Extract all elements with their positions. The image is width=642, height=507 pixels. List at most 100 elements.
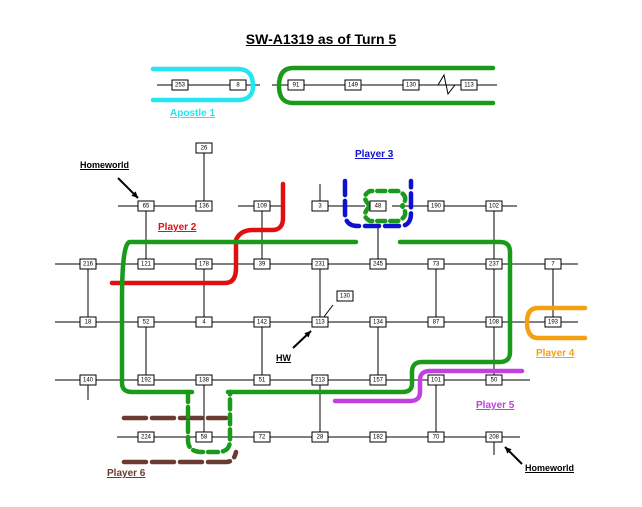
territory-player-2 [109, 181, 286, 286]
system-node: 18 [79, 316, 97, 328]
system-node-label: 26 [201, 146, 208, 152]
system-node: 140 [79, 374, 97, 386]
system-node-label: 87 [433, 320, 440, 326]
system-node: 58 [195, 431, 213, 443]
system-node-label: 178 [199, 262, 210, 268]
system-node: 121 [137, 258, 155, 270]
system-node-label: 121 [141, 262, 152, 268]
system-node: 178 [195, 258, 213, 270]
system-node-label: 213 [315, 378, 326, 384]
system-node-label: 113 [315, 320, 325, 326]
system-node: 136 [195, 200, 213, 212]
system-node-label: 4 [202, 320, 206, 326]
system-node: 157 [369, 374, 387, 386]
system-node: 193 [544, 316, 562, 328]
system-node-label: 58 [201, 435, 208, 441]
system-node-label: 130 [340, 294, 351, 300]
system-node: 208 [485, 431, 503, 443]
territory-player-4 [524, 305, 588, 341]
system-node-label: 8 [236, 83, 240, 89]
system-node: 192 [137, 374, 155, 386]
system-node-label: 142 [257, 320, 268, 326]
system-node-label: 108 [489, 320, 500, 326]
label-hw: HW [276, 353, 291, 363]
system-node: 182 [369, 431, 387, 443]
system-node-label: 231 [315, 262, 326, 268]
system-node: 149 [344, 79, 362, 91]
system-node: 142 [253, 316, 271, 328]
system-node: 87 [427, 316, 445, 328]
system-node: 237 [485, 258, 503, 270]
diagram-title: SW-A1319 as of Turn 5 [245, 31, 397, 47]
label-player-4: Player 4 [536, 348, 575, 359]
territory-player-5 [332, 368, 525, 404]
system-node: 39 [253, 258, 271, 270]
system-node-label: 140 [83, 378, 94, 384]
system-node-label: 52 [143, 320, 150, 326]
system-node-label: 136 [199, 204, 210, 210]
system-node: 130 [336, 290, 354, 302]
system-node-label: 73 [433, 262, 440, 268]
system-node-label: 50 [491, 378, 498, 384]
arrow-hw-head [304, 331, 311, 338]
system-node-label: 113 [464, 83, 474, 89]
system-node: 108 [485, 316, 503, 328]
system-node-label: 182 [373, 435, 384, 441]
system-node: 7 [544, 258, 562, 270]
label-apostle-1: Apostle 1 [170, 108, 216, 119]
system-node: 253 [171, 79, 189, 91]
system-node: 65 [137, 200, 155, 212]
system-node-label: 130 [406, 83, 417, 89]
arrow-homeworld-bottom-head [505, 447, 512, 454]
system-node-label: 72 [259, 435, 266, 441]
system-node-label: 102 [489, 204, 500, 210]
system-node: 101 [427, 374, 445, 386]
system-node-label: 18 [85, 320, 92, 326]
system-node-label: 39 [259, 262, 266, 268]
system-node-label: 253 [175, 83, 186, 89]
system-node: 224 [137, 431, 155, 443]
system-node: 8 [229, 79, 247, 91]
system-node: 72 [253, 431, 271, 443]
territory-green-small [362, 188, 408, 224]
system-node: 134 [369, 316, 387, 328]
system-node-label: 157 [373, 378, 384, 384]
system-node: 102 [485, 200, 503, 212]
label-player-5: Player 5 [476, 400, 515, 411]
system-node-label: 109 [257, 204, 268, 210]
system-node-label: 245 [373, 262, 384, 268]
system-node-label: 149 [348, 83, 359, 89]
system-node: 26 [195, 142, 213, 154]
system-node-label: 237 [489, 262, 500, 268]
label-homeworld-bottom: Homeworld [525, 463, 575, 473]
system-node-label: 208 [489, 435, 500, 441]
label-homeworld-top: Homeworld [80, 160, 130, 170]
system-node-label: 138 [199, 378, 210, 384]
system-node: 4 [195, 316, 213, 328]
system-node: 52 [137, 316, 155, 328]
warp-zigzag [428, 73, 460, 96]
system-node: 245 [369, 258, 387, 270]
system-node: 28 [311, 431, 329, 443]
system-node: 231 [311, 258, 329, 270]
system-node: 213 [311, 374, 329, 386]
label-player-2: Player 2 [158, 222, 197, 233]
system-node-label: 28 [317, 435, 324, 441]
system-node: 48 [369, 200, 387, 212]
system-node: 3 [311, 200, 329, 212]
territory-green-main-right [225, 239, 513, 395]
system-node-label: 91 [293, 83, 300, 89]
system-node: 113 [460, 79, 478, 91]
system-node: 130 [402, 79, 420, 91]
system-node: 216 [79, 258, 97, 270]
label-player-3: Player 3 [355, 149, 394, 160]
system-node-label: 192 [141, 378, 152, 384]
system-node-label: 3 [318, 204, 322, 210]
arrow-homeworld-top-head [131, 191, 138, 198]
system-node-label: 7 [551, 262, 555, 268]
system-node: 50 [485, 374, 503, 386]
system-node-label: 51 [259, 378, 266, 384]
system-node: 190 [427, 200, 445, 212]
territory-green-main-left [119, 239, 359, 395]
